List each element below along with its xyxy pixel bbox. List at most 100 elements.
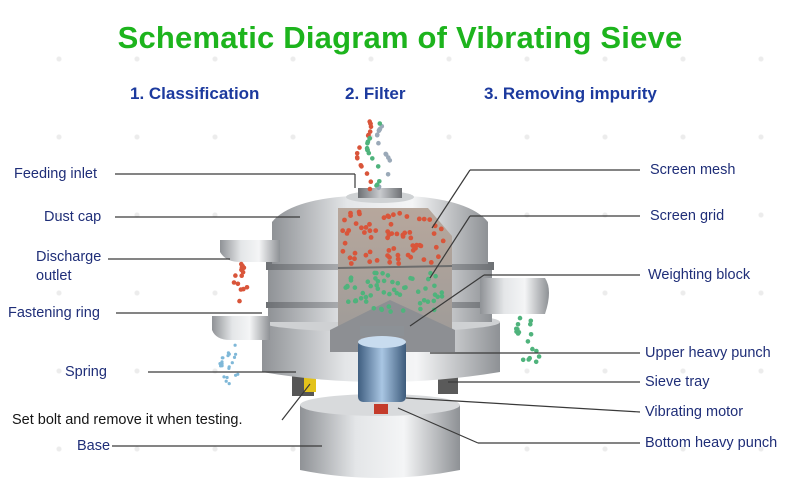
- particle: [363, 294, 369, 300]
- particle: [363, 299, 369, 304]
- particle: [220, 356, 224, 360]
- particle: [385, 229, 391, 235]
- label-fastening-ring: Fastening ring: [8, 305, 100, 321]
- particle: [234, 352, 238, 356]
- particle: [368, 293, 374, 298]
- label-screen-grid: Screen grid: [650, 208, 725, 224]
- label-discharge-outlet-line2: outlet: [36, 268, 72, 284]
- particle: [370, 156, 375, 161]
- label-upper-heavy-punch: Upper heavy punch: [645, 345, 771, 361]
- feed-stream-particles: [354, 119, 393, 192]
- particle: [395, 252, 401, 258]
- particle: [385, 273, 391, 278]
- particle: [363, 225, 369, 230]
- particle: [367, 135, 373, 141]
- particle: [520, 357, 526, 363]
- particle: [374, 258, 380, 263]
- particle: [528, 322, 533, 327]
- particle: [342, 217, 347, 223]
- particle: [340, 248, 346, 254]
- particle: [400, 308, 406, 313]
- particle: [433, 244, 439, 250]
- particle: [367, 228, 373, 234]
- particle: [421, 216, 427, 222]
- particle: [364, 171, 370, 176]
- particle: [400, 234, 406, 239]
- particle: [391, 287, 397, 293]
- particle: [530, 346, 535, 352]
- particle: [373, 276, 378, 281]
- particle: [431, 298, 437, 304]
- particle: [367, 221, 372, 227]
- particle: [368, 283, 374, 289]
- particle: [227, 366, 231, 370]
- particle: [358, 296, 364, 301]
- particle: [362, 230, 367, 235]
- right-outlet-shape: [480, 278, 549, 314]
- particle: [234, 373, 238, 377]
- particle: [526, 357, 531, 362]
- particle: [515, 327, 520, 332]
- particle: [346, 228, 352, 233]
- particle: [374, 270, 379, 276]
- particle: [342, 240, 348, 246]
- particle: [428, 260, 434, 265]
- particle: [386, 304, 392, 309]
- particle: [439, 294, 445, 299]
- particle: [390, 279, 395, 285]
- particle: [408, 235, 414, 241]
- particle: [421, 298, 427, 303]
- particle: [416, 216, 422, 222]
- particle: [224, 379, 228, 383]
- particle: [365, 279, 371, 285]
- particle: [371, 306, 377, 311]
- particle: [396, 261, 402, 266]
- particle: [232, 355, 237, 359]
- particle: [386, 155, 391, 160]
- particle: [387, 291, 392, 297]
- label-vibrating-motor: Vibrating motor: [645, 404, 744, 420]
- particle: [231, 280, 237, 285]
- particle: [363, 252, 369, 258]
- particle: [375, 164, 381, 169]
- particle: [373, 228, 379, 234]
- label-base: Base: [77, 438, 111, 454]
- particle: [226, 354, 230, 358]
- particle: [365, 141, 370, 146]
- particle: [515, 331, 521, 336]
- particle: [395, 256, 401, 262]
- particle: [233, 343, 237, 347]
- particle: [367, 259, 373, 265]
- particle: [345, 283, 350, 289]
- particle: [239, 261, 244, 267]
- particle: [353, 221, 359, 227]
- particle: [425, 299, 431, 305]
- particle: [394, 231, 400, 237]
- particle: [367, 129, 373, 134]
- particle: [385, 172, 391, 177]
- particle: [374, 132, 380, 138]
- particle: [528, 332, 534, 337]
- particle: [536, 354, 542, 359]
- particle: [352, 250, 358, 256]
- diagram-title: Schematic Diagram of Vibrating Sieve: [117, 20, 683, 55]
- particle: [346, 299, 351, 305]
- particle: [387, 255, 392, 260]
- particle: [426, 276, 431, 282]
- particle: [359, 225, 364, 231]
- particle: [436, 254, 441, 260]
- particle: [359, 164, 364, 169]
- function-removing-impurity: 3. Removing impurity: [484, 84, 657, 103]
- label-feeding-inlet: Feeding inlet: [14, 166, 98, 182]
- particle: [227, 382, 231, 386]
- particle: [381, 290, 387, 295]
- particle: [230, 361, 234, 365]
- function-filter: 2. Filter: [345, 84, 406, 103]
- particle: [376, 140, 381, 146]
- particle: [237, 298, 242, 304]
- particle: [395, 280, 401, 286]
- particle: [357, 145, 362, 150]
- particle: [383, 151, 389, 157]
- particle: [238, 287, 244, 292]
- particle: [367, 249, 373, 255]
